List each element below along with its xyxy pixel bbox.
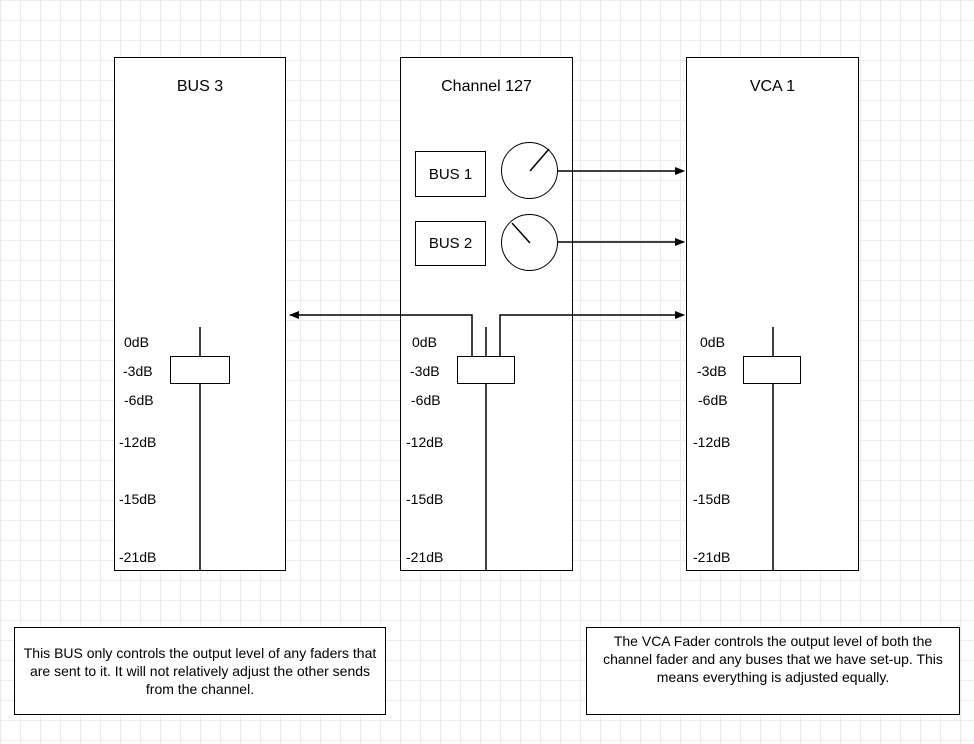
vca-scale-21db: -21dB [693, 549, 731, 565]
bus3-scale-12db: -12dB [119, 434, 157, 450]
bus3-scale-15db: -15dB [119, 491, 157, 507]
vca-scale-15db: -15dB [693, 491, 731, 507]
channel-title: Channel 127 [441, 78, 532, 95]
channel-scale-6db: -6dB [411, 392, 441, 408]
send-bus1-knob[interactable] [501, 142, 558, 199]
vca-title: VCA 1 [749, 78, 796, 95]
channel-scale-0db: 0dB [412, 334, 437, 350]
send-bus2-box[interactable]: BUS 2 [415, 221, 486, 266]
channel-fader-cap[interactable] [457, 356, 515, 384]
bus-note: This BUS only controls the output level … [14, 627, 386, 715]
channel-scale-21db: -21dB [406, 549, 444, 565]
channel-scale-15db: -15dB [406, 491, 444, 507]
vca-scale-0db: 0dB [700, 334, 725, 350]
send-bus2-knob[interactable] [501, 214, 558, 271]
vca-note: The VCA Fader controls the output level … [586, 627, 960, 715]
channel-scale-3db: -3dB [410, 363, 440, 379]
vca-scale-3db: -3dB [697, 363, 727, 379]
bus3-scale-0db: 0dB [124, 334, 149, 350]
channel-scale-12db: -12dB [406, 434, 444, 450]
vca-scale-6db: -6dB [698, 392, 728, 408]
vca-scale-12db: -12dB [693, 434, 731, 450]
vca-fader-cap[interactable] [743, 356, 801, 384]
bus3-scale-6db: -6dB [124, 392, 154, 408]
bus3-fader-cap[interactable] [170, 356, 230, 384]
send-bus1-box[interactable]: BUS 1 [415, 151, 486, 197]
bus3-title: BUS 3 [176, 78, 224, 95]
bus3-scale-3db: -3dB [123, 363, 153, 379]
bus3-scale-21db: -21dB [119, 549, 157, 565]
